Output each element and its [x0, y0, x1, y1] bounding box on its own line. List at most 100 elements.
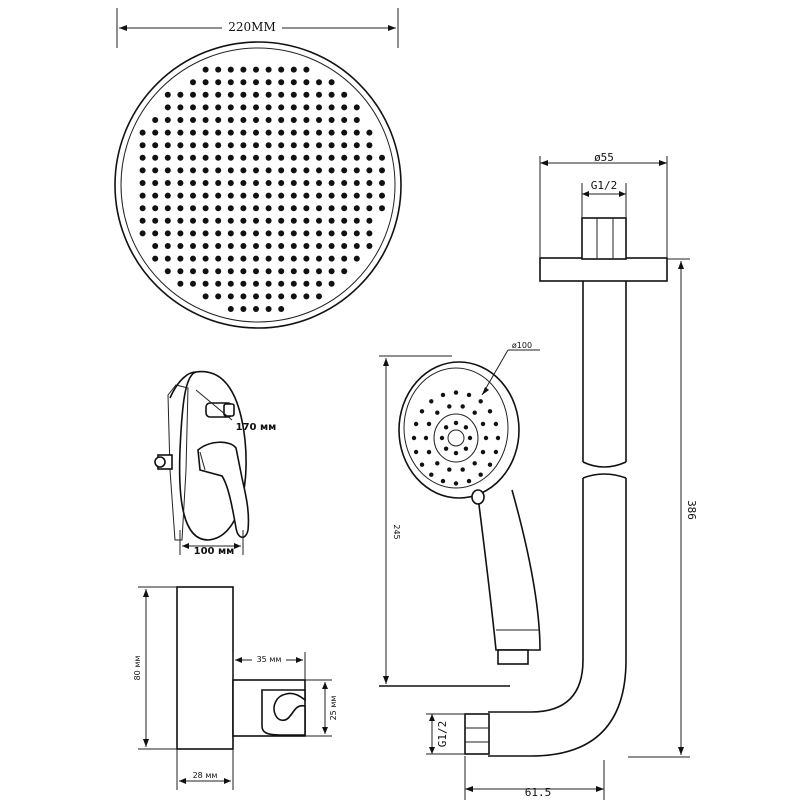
- nozzle-dot: [227, 243, 234, 249]
- nozzle-dot: [215, 192, 222, 199]
- nozzle-dot: [328, 230, 335, 237]
- nozzle-dot: [278, 230, 285, 237]
- nozzle-dot: [290, 167, 297, 174]
- nozzle-dot: [253, 217, 259, 224]
- nozzle-dot: [240, 293, 247, 300]
- nozzle-dot: [328, 167, 335, 174]
- nozzle-dot: [316, 167, 322, 174]
- nozzle-dot: [290, 66, 297, 73]
- nozzle-dot: [265, 255, 272, 262]
- nozzle-dot: [215, 167, 222, 174]
- nozzle-dot: [316, 230, 322, 237]
- nozzle-dot: [278, 255, 285, 262]
- hand-nozzle-grid: [411, 390, 501, 486]
- nozzle-dot: [253, 104, 259, 111]
- nozzle-dot: [290, 230, 297, 237]
- nozzle-dot: [303, 280, 310, 287]
- nozzle-dot: [265, 180, 272, 186]
- nozzle-dot: [379, 205, 385, 212]
- holder-base-label: 28 мм: [193, 771, 218, 780]
- nozzle-dot: [265, 117, 272, 123]
- nozzle-dot: [164, 104, 171, 111]
- nozzle-dot: [328, 217, 335, 224]
- nozzle-dot: [328, 129, 335, 136]
- nozzle-dot: [190, 192, 196, 199]
- nozzle-dot: [303, 129, 310, 136]
- nozzle-dot: [265, 243, 272, 249]
- nozzle-dot: [215, 129, 222, 136]
- nozzle-dot: [265, 129, 272, 136]
- nozzle-dot: [379, 154, 385, 161]
- nozzle-dot: [190, 154, 196, 161]
- nozzle-dot: [278, 129, 285, 136]
- nozzle-dot: [227, 280, 234, 287]
- nozzle-dot: [341, 129, 348, 136]
- nozzle-dot: [139, 192, 146, 199]
- nozzle-dot: [278, 154, 285, 161]
- bottom-thread-label: G1/2: [436, 721, 449, 748]
- hand-nozzle-dot: [472, 410, 477, 415]
- nozzle-dot: [227, 306, 234, 312]
- nozzle-dot: [215, 66, 222, 73]
- nozzle-dot: [328, 255, 335, 262]
- nozzle-dot: [253, 180, 259, 186]
- hand-diameter-label: ø100: [512, 341, 532, 350]
- nozzle-dot: [164, 230, 171, 237]
- nozzle-dot: [240, 243, 247, 249]
- nozzle-dot: [215, 79, 222, 86]
- nozzle-dot: [202, 180, 209, 186]
- nozzle-dot: [152, 192, 159, 199]
- nozzle-dot: [227, 255, 234, 262]
- nozzle-dot: [303, 79, 310, 86]
- nozzle-dot: [177, 230, 184, 237]
- nozzle-dot: [240, 79, 247, 86]
- nozzle-dot: [353, 230, 360, 237]
- hand-nozzle-dot: [443, 425, 449, 430]
- nozzle-dot: [290, 142, 297, 149]
- nozzle-dot: [265, 142, 272, 149]
- nozzle-dot: [316, 154, 322, 161]
- nozzle-dot: [353, 117, 360, 123]
- nozzle-dot: [278, 167, 285, 174]
- nozzle-dot: [341, 117, 348, 123]
- nozzle-dot: [265, 293, 272, 300]
- nozzle-dot: [164, 129, 171, 136]
- nozzle-dot: [152, 255, 159, 262]
- nozzle-dot: [303, 117, 310, 123]
- nozzle-dot: [303, 268, 310, 275]
- nozzle-dot: [253, 192, 259, 199]
- nozzle-dot: [328, 104, 335, 111]
- nozzle-dot: [152, 167, 159, 174]
- head-width-dimension: 220MM: [116, 8, 399, 48]
- nozzle-dot: [328, 91, 335, 98]
- nozzle-dot: [265, 230, 272, 237]
- nozzle-dot: [328, 117, 335, 123]
- nozzle-dot: [190, 79, 196, 86]
- hand-nozzle-dot: [478, 472, 483, 477]
- hand-nozzle-dot: [453, 390, 459, 395]
- nozzle-dot: [202, 243, 209, 249]
- holder-depth-label: 35 мм: [257, 655, 282, 664]
- nozzle-dot: [240, 117, 247, 123]
- hand-nozzle-dot: [453, 450, 459, 456]
- nozzle-dot: [240, 180, 247, 186]
- nozzle-dot: [316, 104, 322, 111]
- nozzle-dot: [328, 205, 335, 212]
- nozzle-dot: [366, 142, 373, 149]
- hand-nozzle-dot: [480, 421, 486, 427]
- nozzle-dot: [366, 167, 373, 174]
- nozzle-dot: [202, 205, 209, 212]
- nozzle-dot: [265, 167, 272, 174]
- nozzle-dot: [278, 104, 285, 111]
- nozzle-dot: [227, 217, 234, 224]
- nozzle-dot: [278, 66, 285, 73]
- nozzle-dot: [253, 255, 259, 262]
- nozzle-dot: [164, 167, 171, 174]
- nozzle-dot: [215, 255, 222, 262]
- nozzle-dot: [202, 104, 209, 111]
- nozzle-dot: [240, 230, 247, 237]
- nozzle-dot: [303, 180, 310, 186]
- nozzle-dot: [227, 205, 234, 212]
- mixer-width-label: 100 мм: [194, 546, 235, 557]
- nozzle-dot: [379, 180, 385, 186]
